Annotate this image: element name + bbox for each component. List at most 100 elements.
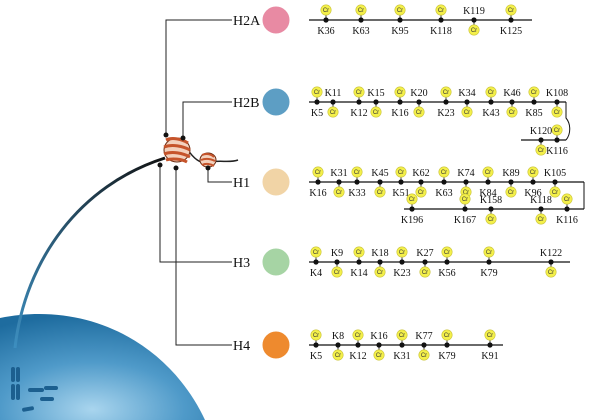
histone-color-circle bbox=[261, 247, 291, 277]
site-label: K45 bbox=[371, 168, 388, 179]
site-dot bbox=[444, 259, 450, 265]
crotonyl-mark-icon bbox=[394, 4, 406, 16]
site-label: K20 bbox=[410, 88, 427, 99]
crotonyl-mark-label: Cr bbox=[376, 353, 382, 359]
site-label: K116 bbox=[556, 215, 578, 226]
site-dot bbox=[463, 179, 469, 185]
crotonyl-mark-label: Cr bbox=[409, 197, 415, 203]
crotonyl-mark-label: Cr bbox=[335, 353, 341, 359]
site-label: K12 bbox=[350, 108, 367, 119]
crotonyl-mark-label: Cr bbox=[418, 190, 424, 196]
histone-color-circle bbox=[261, 87, 291, 117]
site-label: K33 bbox=[348, 188, 365, 199]
site-dot bbox=[487, 342, 493, 348]
lysine-site: Cr K8 bbox=[332, 331, 344, 361]
site-dot bbox=[486, 259, 492, 265]
crotonyl-mark-icon bbox=[394, 86, 406, 98]
site-dot bbox=[397, 99, 403, 105]
crotonyl-mark-icon bbox=[549, 186, 561, 198]
crotonyl-mark-label: Cr bbox=[554, 110, 560, 116]
site-label: K5 bbox=[311, 108, 323, 119]
site-dot bbox=[438, 17, 444, 23]
site-dot bbox=[416, 99, 422, 105]
crotonyl-mark-icon bbox=[395, 166, 407, 178]
crotonyl-mark-label: Cr bbox=[336, 190, 342, 196]
crotonyl-mark-icon bbox=[485, 86, 497, 98]
crotonyl-mark-label: Cr bbox=[508, 8, 514, 14]
crotonyl-mark-label: Cr bbox=[397, 90, 403, 96]
lysine-site: Cr K45 bbox=[371, 168, 389, 198]
site-dot bbox=[471, 17, 477, 23]
crotonyl-mark-icon bbox=[441, 246, 453, 258]
site-label: K8 bbox=[332, 331, 344, 342]
crotonyl-mark-icon bbox=[485, 213, 497, 225]
histone-label: H4 bbox=[233, 339, 250, 354]
site-dot bbox=[334, 259, 340, 265]
crotonyl-mark-label: Cr bbox=[508, 190, 514, 196]
site-dot bbox=[488, 99, 494, 105]
chromosome-icon bbox=[11, 367, 58, 412]
crotonyl-mark-icon bbox=[418, 349, 430, 361]
nucleosome-icon bbox=[163, 137, 191, 164]
site-dot bbox=[323, 17, 329, 23]
site-dot bbox=[418, 179, 424, 185]
site-dot bbox=[409, 206, 415, 212]
crotonyl-mark-label: Cr bbox=[485, 170, 491, 176]
site-label: K51 bbox=[392, 188, 409, 199]
site-label: K16 bbox=[391, 108, 408, 119]
site-dot bbox=[554, 99, 560, 105]
site-label: K85 bbox=[525, 108, 542, 119]
site-label: K36 bbox=[317, 26, 334, 37]
connector-dot bbox=[205, 165, 211, 171]
histone-color-circle bbox=[261, 5, 291, 35]
site-dot bbox=[552, 179, 558, 185]
crotonyl-mark-label: Cr bbox=[356, 250, 362, 256]
crotonyl-mark-label: Cr bbox=[377, 270, 383, 276]
crotonyl-mark-label: Cr bbox=[441, 170, 447, 176]
crotonyl-mark-label: Cr bbox=[463, 190, 469, 196]
crotonyl-mark-icon bbox=[311, 86, 323, 98]
site-dot bbox=[538, 137, 544, 143]
crotonyl-mark-icon bbox=[461, 106, 473, 118]
site-dot bbox=[508, 17, 514, 23]
site-dot bbox=[441, 179, 447, 185]
site-label: K118 bbox=[430, 26, 452, 37]
site-dot bbox=[399, 342, 405, 348]
crotonyl-mark-label: Cr bbox=[399, 250, 405, 256]
site-label: K12 bbox=[349, 351, 366, 362]
site-label: K79 bbox=[480, 268, 497, 279]
crotonyl-mark-label: Cr bbox=[422, 270, 428, 276]
crotonyl-mark-label: Cr bbox=[377, 190, 383, 196]
site-dot bbox=[422, 259, 428, 265]
crotonyl-mark-icon bbox=[396, 246, 408, 258]
crotonyl-mark-icon bbox=[482, 166, 494, 178]
site-dot bbox=[530, 179, 536, 185]
crotonyl-mark-label: Cr bbox=[552, 190, 558, 196]
site-label: K167 bbox=[454, 215, 476, 226]
histone-label: H1 bbox=[233, 176, 250, 191]
site-dot bbox=[313, 342, 319, 348]
crotonyl-mark-label: Cr bbox=[538, 217, 544, 223]
crotonyl-mark-label: Cr bbox=[471, 28, 477, 34]
crotonyl-mark-label: Cr bbox=[564, 197, 570, 203]
crotonyl-mark-label: Cr bbox=[397, 8, 403, 14]
